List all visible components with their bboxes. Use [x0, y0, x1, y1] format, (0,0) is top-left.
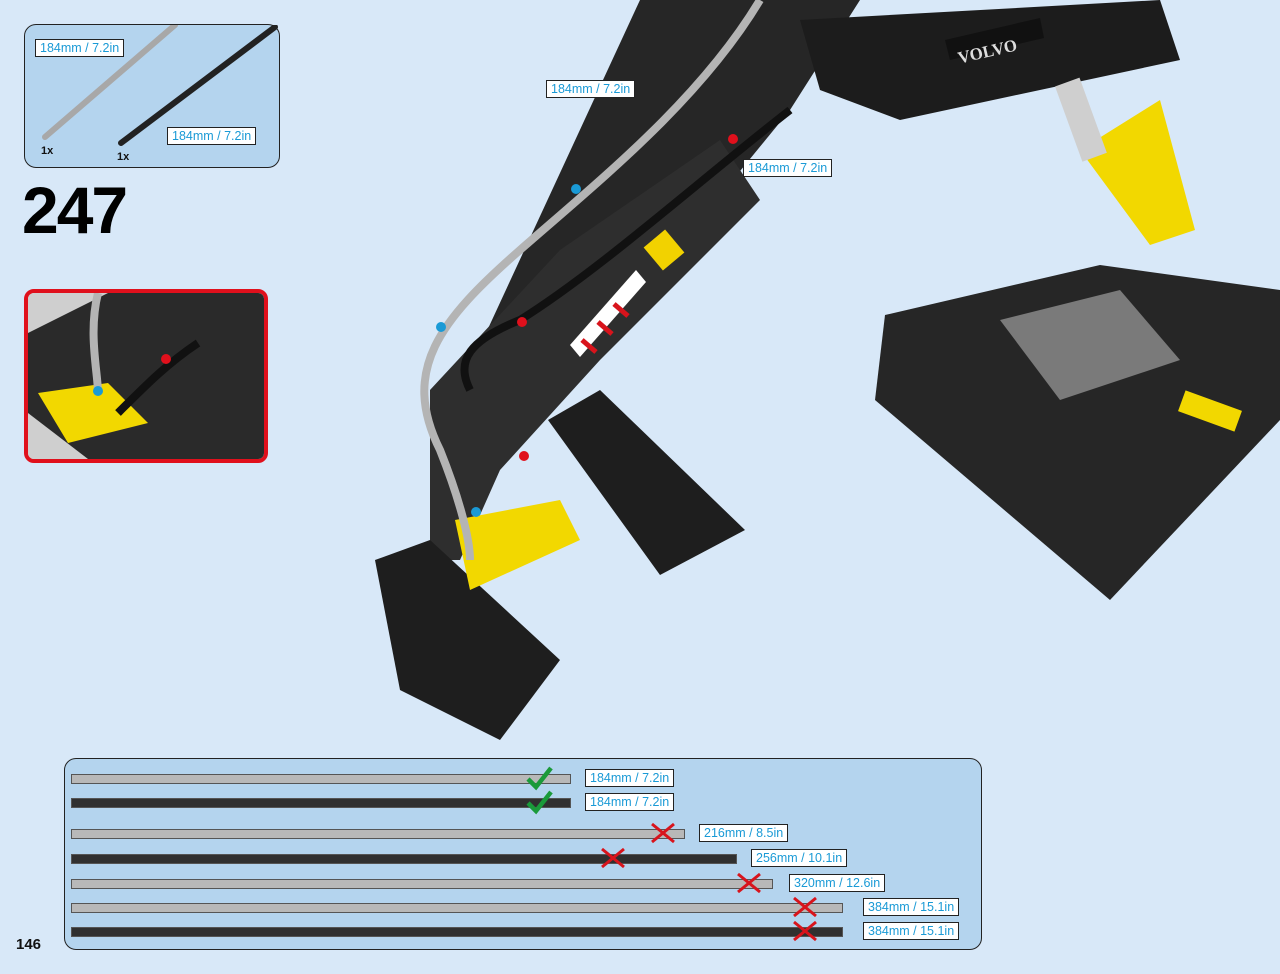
ruler-row: 184mm / 7.2in [71, 790, 951, 815]
flexible-axle-black-icon [118, 25, 278, 146]
hazard-stripe-sticker [570, 270, 646, 357]
ruler-row: 256mm / 10.1in [71, 847, 951, 869]
bucket-cylinder [455, 500, 580, 590]
ruler-length-label: 384mm / 15.1in [863, 922, 960, 940]
parts-drawing [42, 25, 278, 146]
axle-ruler-bar [71, 774, 571, 784]
ruler-row: 216mm / 8.5in [71, 822, 951, 844]
red-marker [519, 451, 529, 461]
ruler-length-label: 216mm / 8.5in [699, 824, 789, 842]
cross-icon [793, 920, 817, 942]
chassis [875, 265, 1280, 600]
axle-ruler-bar [71, 854, 737, 864]
ruler-length-label: 184mm / 7.2in [585, 769, 675, 787]
step-number: 247 [22, 173, 128, 247]
ruler-length-label: 256mm / 10.1in [751, 849, 848, 867]
ruler-length-label: 184mm / 7.2in [585, 793, 675, 811]
part-length-label: 184mm / 7.2in [35, 39, 125, 57]
callout-drawing [28, 293, 264, 459]
chassis-core [1000, 290, 1180, 400]
part-quantity: 1x [41, 145, 54, 157]
ruler-row: 384mm / 15.1in [71, 896, 960, 918]
parts-list: 184mm / 7.2in 184mm / 7.2in 1x 1x [24, 24, 280, 168]
detail-callout [24, 289, 268, 463]
check-icon [526, 790, 553, 815]
part-length-label: 184mm / 7.2in [167, 127, 257, 145]
axle-ruler-bar [71, 903, 843, 913]
hose-length-label: 184mm / 7.2in [743, 159, 833, 177]
length-guide: 184mm / 7.2in 184mm / 7.2in 216mm / 8.5i… [64, 758, 982, 950]
flexible-axle-light-gray-icon [42, 25, 178, 140]
cross-icon [737, 872, 761, 894]
cross-icon [601, 847, 625, 869]
check-icon [526, 766, 553, 791]
part-quantity: 1x [117, 151, 130, 163]
hydraulic-cylinder [1080, 100, 1195, 245]
axle-ruler-bar [71, 879, 773, 889]
red-marker [517, 317, 527, 327]
axle-ruler-bar [71, 798, 571, 808]
ruler-row: 384mm / 15.1in [71, 920, 960, 942]
hose-length-label: 184mm / 7.2in [546, 80, 636, 98]
blue-marker [571, 184, 581, 194]
blue-marker [436, 322, 446, 332]
cross-icon [793, 896, 817, 918]
warning-sticker [643, 229, 685, 271]
ruler-row: 320mm / 12.6in [71, 872, 951, 894]
cross-icon [651, 822, 675, 844]
boom-top [800, 0, 1180, 120]
gray-flexible-axle [420, 0, 764, 561]
red-marker [728, 134, 738, 144]
ruler-length-label: 320mm / 12.6in [789, 874, 886, 892]
black-flexible-axle [460, 106, 793, 392]
page-number: 146 [16, 936, 42, 953]
red-marker [161, 354, 171, 364]
yellow-link [1178, 390, 1242, 432]
ruler-length-label: 384mm / 15.1in [863, 898, 960, 916]
axle-ruler-bar [71, 829, 685, 839]
axle-ruler-bar [71, 927, 843, 937]
bucket [375, 540, 560, 740]
blue-marker [471, 507, 481, 517]
ruler-row: 184mm / 7.2in [71, 766, 951, 791]
bucket-cover [548, 390, 745, 575]
piston-rod [1055, 77, 1107, 162]
blue-marker [93, 386, 103, 396]
